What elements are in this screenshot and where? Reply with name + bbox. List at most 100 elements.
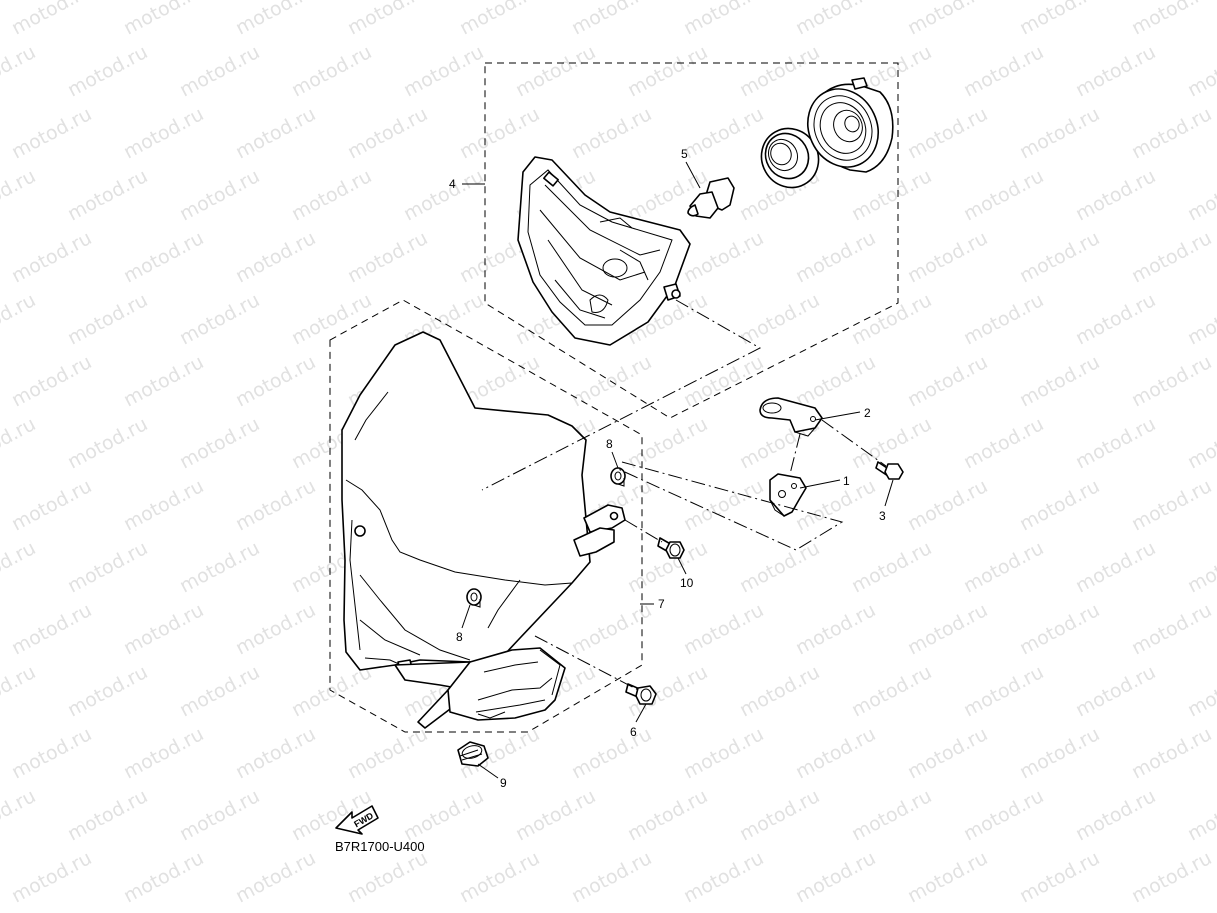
watermark-text: motod.ru [176, 41, 263, 101]
watermark-text: motod.ru [680, 723, 767, 783]
cover-assembly-box [329, 299, 643, 733]
watermark-text: motod.ru [680, 103, 767, 163]
watermark-text: motod.ru [8, 227, 95, 287]
callout-8-lower: 8 [456, 630, 463, 644]
watermark-text: motod.ru [1128, 351, 1215, 411]
lower-cover [447, 647, 566, 721]
watermark-text: motod.ru [1072, 165, 1159, 225]
watermark-text: motod.ru [456, 0, 543, 39]
bulb [687, 177, 735, 219]
watermark-text: motod.ru [904, 227, 991, 287]
watermark-text: motod.ru [792, 227, 879, 287]
watermark-text: motod.ru [0, 165, 39, 225]
watermark-text: motod.ru [64, 41, 151, 101]
watermark-text: motod.ru [120, 227, 207, 287]
watermark-text: motod.ru [1072, 289, 1159, 349]
callout-1: 1 [843, 474, 850, 488]
watermark-text: motod.ru [1072, 661, 1159, 721]
watermark-text: motod.ru [736, 661, 823, 721]
watermark-text: motod.ru [0, 289, 39, 349]
callout-5: 5 [681, 147, 688, 161]
callout-labels: 1 2 3 4 5 6 7 8 8 9 10 [449, 147, 886, 790]
watermark-text: motod.ru [1184, 785, 1217, 845]
watermark-text: motod.ru [0, 661, 39, 721]
watermark-text: motod.ru [400, 785, 487, 845]
watermark-text: motod.ru [8, 475, 95, 535]
watermark-text: motod.ru [8, 351, 95, 411]
watermark-text: motod.ru [848, 661, 935, 721]
watermark-text: motod.ru [1016, 351, 1103, 411]
watermark-text: motod.ru [232, 0, 319, 39]
watermark-text: motod.ru [736, 785, 823, 845]
watermark-text: motod.ru [64, 289, 151, 349]
watermark-text: motod.ru [288, 165, 375, 225]
watermark-text: motod.ru [1128, 0, 1215, 39]
watermark-text: motod.ru [1128, 723, 1215, 783]
callout-7: 7 [658, 597, 665, 611]
watermark-text: motod.ru [400, 165, 487, 225]
watermark-text: motod.ru [960, 165, 1047, 225]
watermark-text: motod.ru [848, 289, 935, 349]
watermark-text: motod.ru [960, 661, 1047, 721]
watermark-text: motod.ru [120, 599, 207, 659]
watermark-text: motod.ru [8, 847, 95, 907]
watermark-text: motod.ru [120, 723, 207, 783]
watermark-text: motod.ru [904, 0, 991, 39]
watermark-text: motod.ru [736, 41, 823, 101]
watermark-text: motod.ru [0, 537, 39, 597]
watermark-text: motod.ru [792, 723, 879, 783]
watermark-text: motod.ru [680, 351, 767, 411]
watermark-text: motod.ru [288, 289, 375, 349]
watermark-text: motod.ru [960, 41, 1047, 101]
watermark-text: motod.ru [8, 599, 95, 659]
watermark-text: motod.ru [0, 413, 39, 473]
assembly-outlines [329, 62, 899, 733]
watermark-text: motod.ru [1072, 785, 1159, 845]
damper-9 [457, 741, 489, 767]
watermark-text: motod.ru [1016, 103, 1103, 163]
watermark-text: motod.ru [736, 537, 823, 597]
callout-9: 9 [500, 776, 507, 790]
watermark-text: motod.ru [960, 289, 1047, 349]
watermark-text: motod.ru [792, 0, 879, 39]
watermark-text: motod.ru [1184, 537, 1217, 597]
watermark-text: motod.ru [232, 599, 319, 659]
watermark-text: motod.ru [1016, 847, 1103, 907]
watermark-text: motod.ru [680, 227, 767, 287]
watermark-text: motod.ru [400, 41, 487, 101]
watermark-text: motod.ru [64, 537, 151, 597]
bolt-3 [875, 461, 904, 480]
watermark-text: motod.ru [1072, 413, 1159, 473]
watermark-text: motod.ru [568, 723, 655, 783]
callout-3: 3 [879, 509, 886, 523]
headlight-unit [517, 156, 691, 346]
watermark-text: motod.ru [176, 537, 263, 597]
watermark-text: motod.ru [1072, 41, 1159, 101]
watermark-text: motod.ru [680, 0, 767, 39]
callout-2: 2 [864, 406, 871, 420]
watermark-text: motod.ru [680, 475, 767, 535]
watermark-text: motod.ru [512, 41, 599, 101]
socket-cover [807, 77, 894, 173]
watermark-text: motod.ru [1184, 661, 1217, 721]
watermark-text: motod.ru [176, 661, 263, 721]
watermark-text: motod.ru [232, 227, 319, 287]
watermark-text: motod.ru [624, 413, 711, 473]
callout-6: 6 [630, 725, 637, 739]
watermark-text: motod.ru [64, 785, 151, 845]
watermark-text: motod.ru [64, 165, 151, 225]
watermark-text: motod.ru [232, 103, 319, 163]
watermark-text: motod.ru [568, 847, 655, 907]
watermark-text: motod.ru [344, 847, 431, 907]
watermark-text: motod.ru [1184, 41, 1217, 101]
watermark-text: motod.ru [456, 103, 543, 163]
watermark-text: motod.ru [8, 103, 95, 163]
watermark-text: motod.ru [960, 537, 1047, 597]
watermark-text: motod.ru [120, 351, 207, 411]
watermark-text: motod.ru [568, 0, 655, 39]
watermark-text: motod.ru [1016, 227, 1103, 287]
bracket-1 [769, 473, 807, 517]
watermark-text: motod.ru [848, 537, 935, 597]
watermark-text: motod.ru [792, 599, 879, 659]
